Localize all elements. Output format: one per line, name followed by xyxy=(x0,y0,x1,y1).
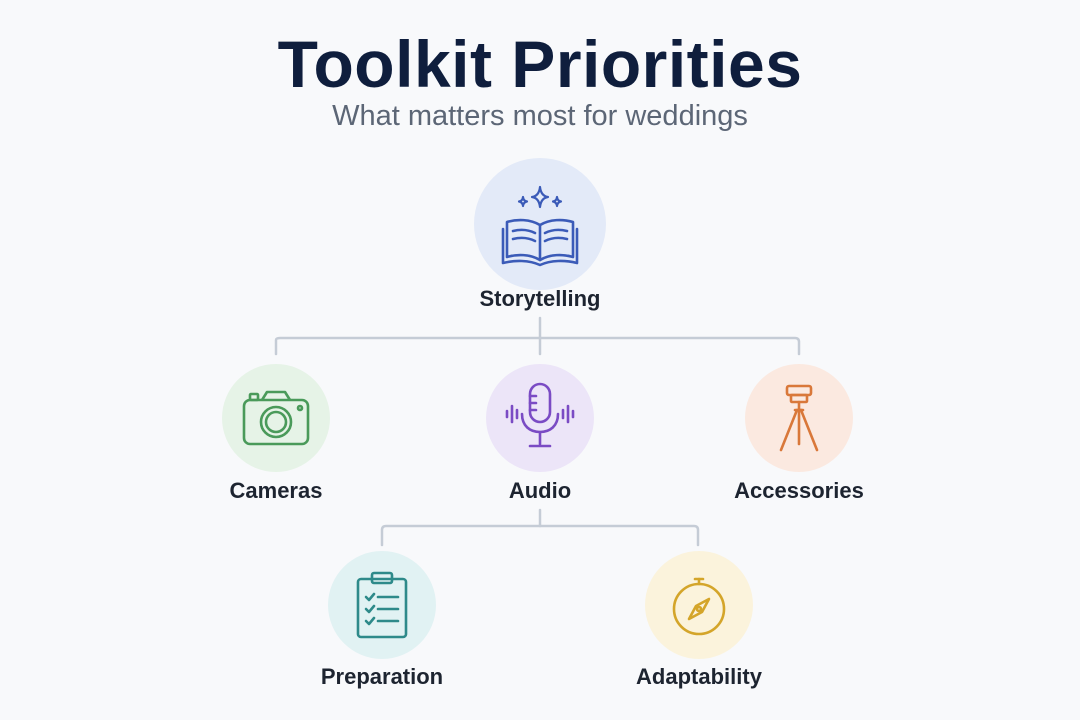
compass-icon xyxy=(672,577,726,636)
book-sparkle-icon xyxy=(501,185,579,267)
connector-level1-bar xyxy=(274,336,801,356)
storytelling-label: Storytelling xyxy=(479,286,601,311)
adaptability-label: Adaptability xyxy=(636,664,762,689)
adaptability-node xyxy=(645,551,753,659)
preparation-label: Preparation xyxy=(320,664,444,689)
diagram-title: Toolkit Priorities xyxy=(277,27,803,101)
preparation-node xyxy=(328,551,436,659)
storytelling-node xyxy=(474,158,606,290)
cameras-label: Cameras xyxy=(229,478,323,503)
accessories-node xyxy=(745,364,853,472)
connector-level2-bar xyxy=(380,524,700,547)
audio-label: Audio xyxy=(508,478,572,503)
audio-node xyxy=(486,364,594,472)
accessories-label: Accessories xyxy=(734,478,864,503)
microphone-icon xyxy=(505,382,575,448)
clipboard-checklist-icon xyxy=(356,571,408,639)
tripod-icon xyxy=(779,384,819,452)
cameras-node xyxy=(222,364,330,472)
camera-icon xyxy=(242,390,310,446)
diagram-subtitle: What matters most for weddings xyxy=(332,100,748,132)
